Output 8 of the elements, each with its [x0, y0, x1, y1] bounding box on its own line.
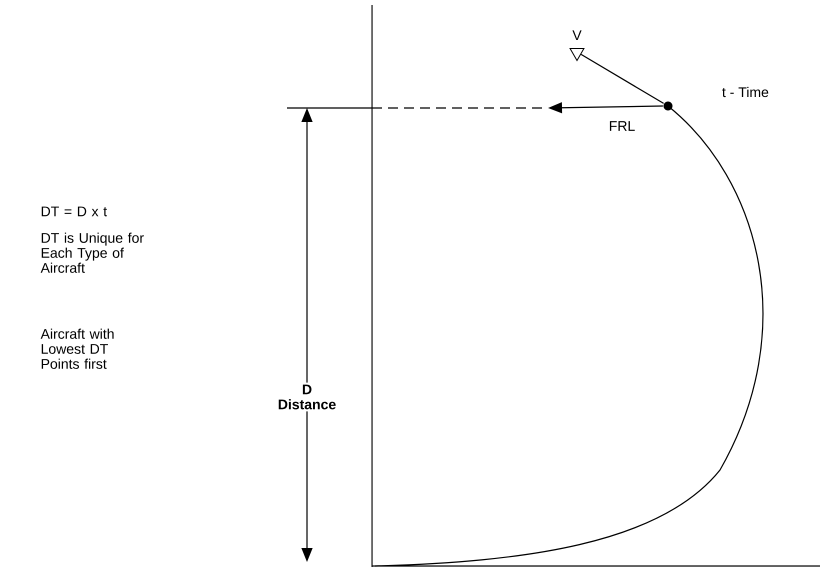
note-text: DT is Unique for Each Type of Aircraft	[40, 232, 144, 273]
time-label: t - Time	[722, 86, 768, 98]
position-dot	[664, 102, 672, 110]
connector-line	[580, 54, 664, 104]
note-text: Aircraft with Lowest DT Points first	[40, 328, 114, 369]
formula-text: DT = D x t	[42, 206, 107, 216]
edge-label: FRL	[610, 121, 635, 131]
dimension-label: D Distance	[276, 382, 338, 412]
